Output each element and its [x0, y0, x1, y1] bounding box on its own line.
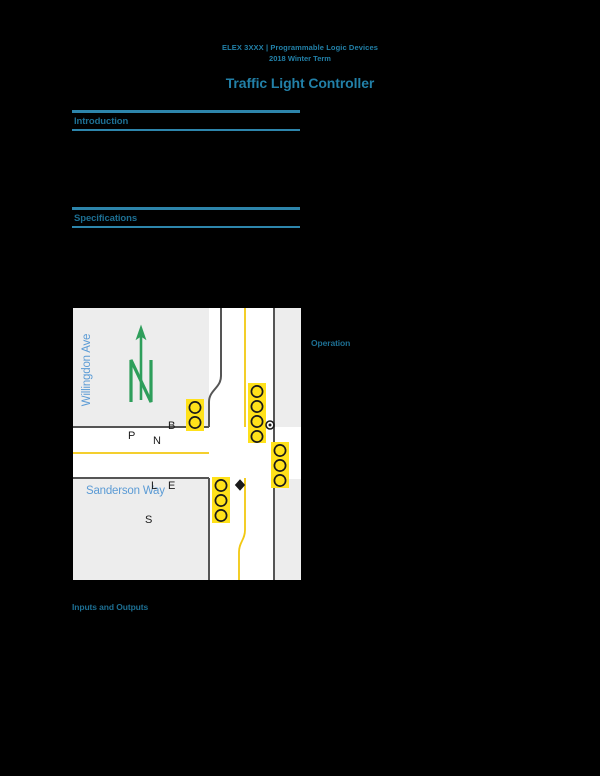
signal-head-P: [186, 399, 204, 431]
signal-label-S: S: [145, 514, 153, 526]
street-label-sanderson-way: Sanderson Way: [86, 485, 165, 497]
signal-label-P: P: [128, 430, 136, 442]
intersection-map-figure: Sanderson Way Willingdon Ave P N E S B L: [73, 308, 301, 580]
course-name: Programmable Logic Devices: [270, 43, 378, 52]
section-specifications: Specifications: [72, 207, 300, 228]
section-heading: Introduction: [74, 116, 129, 127]
breadcrumb-separator: |: [265, 43, 269, 52]
street-label-willingdon-ave: Willingdon Ave: [81, 333, 94, 407]
section-rule-top: [72, 110, 300, 113]
centre-line-willingdon-lower: [238, 478, 246, 580]
signal-label-N: N: [153, 435, 161, 447]
term-label: 2018 Winter Term: [269, 54, 331, 63]
signal-head-N: [248, 383, 266, 443]
marker-B-pushbutton-icon: [265, 420, 275, 430]
section-rule-bottom: [72, 226, 300, 228]
compass-north-icon: [129, 324, 153, 403]
section-rule-top: [72, 207, 300, 210]
section-heading: Specifications: [74, 213, 138, 224]
lane-dashes-vertical: [230, 308, 260, 580]
marker-L-loopdetector-icon: [234, 479, 246, 491]
signal-head-S: [212, 477, 230, 523]
page-title: Traffic Light Controller: [225, 75, 375, 91]
marker-label-L: L: [151, 480, 158, 492]
course-code: ELEX 3XXX: [222, 43, 264, 52]
road-edge-west-upper: [208, 308, 222, 427]
subheading-inputs-and-outputs: Inputs and Outputs: [72, 602, 149, 612]
signal-head-E: [271, 442, 289, 488]
subheading-operation: Operation: [311, 338, 351, 348]
section-rule-bottom: [72, 129, 300, 131]
map-graphic: [73, 308, 301, 580]
course-breadcrumb: ELEX 3XXX | Programmable Logic Devices: [0, 42, 600, 53]
section-introduction: Introduction: [72, 110, 300, 131]
marker-label-B: B: [168, 420, 176, 432]
signal-label-E: E: [168, 480, 176, 492]
